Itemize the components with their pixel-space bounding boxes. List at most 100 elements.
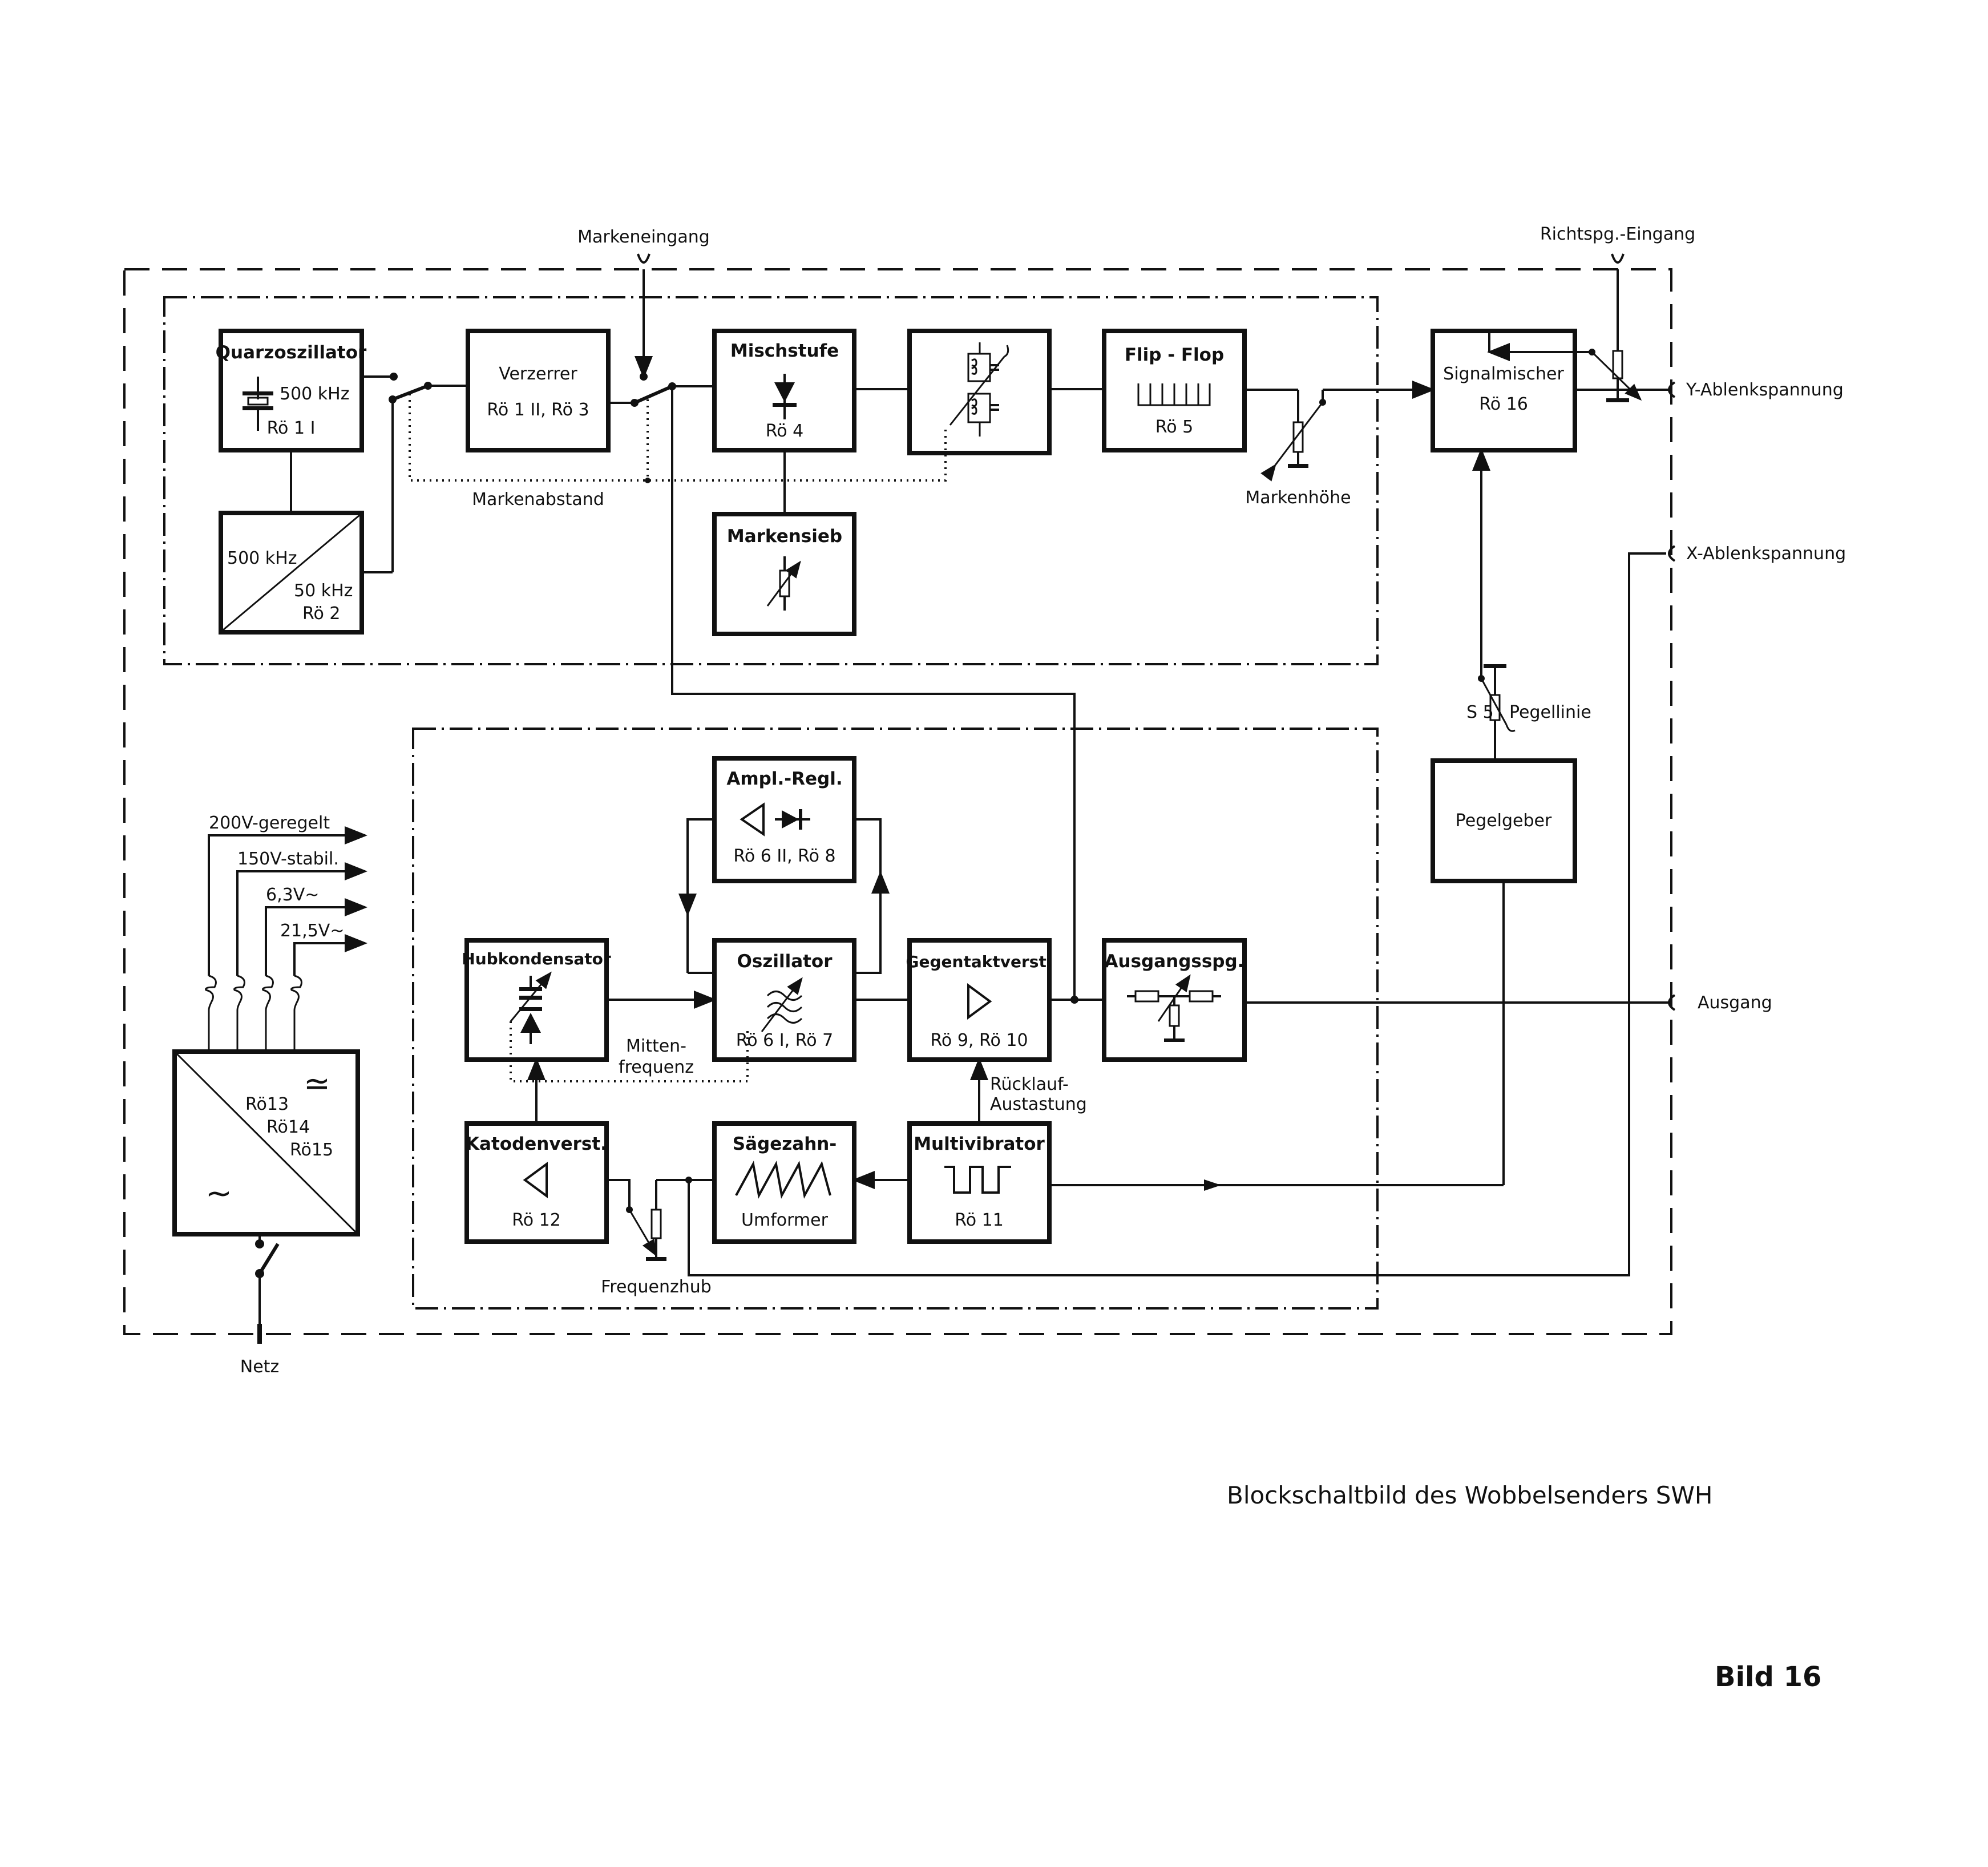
- block-markensieb: Markensieb: [712, 512, 856, 636]
- tube-label: Rö 1 I: [267, 418, 316, 438]
- block-title: Gegentaktverst.: [906, 952, 1053, 971]
- level-line-switch-label: S 5: [1466, 702, 1494, 722]
- variable-resistor-icon: [766, 556, 801, 611]
- sweep-section-boundary: [412, 728, 1379, 1310]
- block-verzerrer: Verzerrer Rö 1 II, Rö 3: [466, 329, 611, 452]
- pulse-train-icon: [1137, 383, 1211, 406]
- flyback-blanking-label-1: Rücklauf-: [990, 1074, 1069, 1094]
- block-signalmischer: Signalmischer Rö 16: [1431, 329, 1577, 452]
- block-saegezahn-umformer: Sägezahn- Umformer: [712, 1121, 856, 1244]
- x-deflection-terminal[interactable]: [1668, 545, 1676, 562]
- rail-label: 6,3V~: [266, 885, 319, 905]
- amplifier-icon: [967, 983, 992, 1020]
- frequency-deviation-potentiometer[interactable]: [607, 1177, 714, 1261]
- marker-spacing-label: Markenabstand: [472, 490, 604, 510]
- block-flip-flop: Flip - Flop Rö 5: [1102, 329, 1247, 452]
- control-voltage-input-label: Richtspg.-Eingang: [1540, 224, 1695, 244]
- tube-label: Rö 16: [1479, 394, 1528, 414]
- diode-icon: [773, 374, 797, 419]
- tube-label: Rö 6 I, Rö 7: [736, 1031, 833, 1050]
- amplifier-icon: [523, 1162, 548, 1198]
- tube-label: Rö 9, Rö 10: [930, 1031, 1028, 1050]
- rail-label: 21,5V~: [280, 921, 344, 941]
- block-pegelgeber: Pegelgeber: [1431, 758, 1577, 883]
- output-label: Ausgang: [1698, 993, 1772, 1013]
- block-frequency-divider: 500 kHz 50 kHz Rö 2: [219, 511, 364, 635]
- block-title: Verzerrer: [499, 364, 577, 384]
- tube-label: Rö14: [266, 1117, 310, 1137]
- tube-label: Rö 5: [1155, 417, 1193, 437]
- block-title: Markensieb: [727, 526, 842, 547]
- frequency-deviation-label: Frequenzhub: [601, 1277, 712, 1297]
- mains-switch[interactable]: [255, 1234, 280, 1344]
- marker-height-potentiometer[interactable]: [1244, 381, 1435, 482]
- block-oszillator: Oszillator Rö 6 I, Rö 7: [712, 938, 856, 1062]
- block-title: Hubkondensator: [462, 949, 611, 968]
- block-title: Oszillator: [737, 951, 833, 972]
- block-title: Mischstufe: [730, 341, 839, 361]
- tube-label: Rö 6 II, Rö 8: [733, 846, 835, 866]
- divider-input-frequency: 500 kHz: [227, 548, 297, 568]
- mains-label: Netz: [240, 1357, 279, 1377]
- block-multivibrator: Multivibrator Rö 11: [907, 1121, 1052, 1244]
- tube-label: Rö13: [245, 1094, 289, 1114]
- tube-label: Rö 11: [955, 1210, 1004, 1230]
- block-title: Katodenverst.: [466, 1134, 607, 1154]
- rail-label: 150V-stabil.: [237, 849, 339, 869]
- x-deflection-label: X-Ablenkspannung: [1686, 544, 1846, 564]
- tube-label: Rö 4: [766, 421, 803, 441]
- output-terminal[interactable]: [1668, 994, 1676, 1011]
- amplifier-icon: [740, 802, 765, 836]
- block-gegentaktverstaerker: Gegentaktverst. Rö 9, Rö 10: [906, 938, 1053, 1062]
- diode-icon: [775, 809, 810, 830]
- divider-output-frequency: 50 kHz: [294, 581, 353, 601]
- sawtooth-icon: [735, 1161, 831, 1199]
- outer-housing-boundary: [123, 268, 1672, 1335]
- figure-caption: Blockschaltbild des Wobbelsenders SWH: [1227, 1481, 1713, 1509]
- block-ausgangsspannung: Ausgangsspg.: [1102, 938, 1247, 1062]
- marker-height-label: Markenhöhe: [1245, 488, 1351, 508]
- block-title: Quarzoszillator: [216, 342, 367, 363]
- power-rails: [205, 826, 367, 1052]
- marker-spacing-switch[interactable]: [362, 373, 468, 573]
- block-mischstufe: Mischstufe Rö 4: [712, 329, 856, 452]
- crystal-icon: [243, 377, 273, 431]
- block-title: Multivibrator: [914, 1134, 1045, 1154]
- block-katodenverstaerker: Katodenverst. Rö 12: [464, 1121, 609, 1244]
- variable-inductor-icon: [761, 977, 803, 1032]
- rail-label: 200V-geregelt: [209, 813, 330, 833]
- band-filter-icon: [949, 342, 1009, 437]
- attenuator-icon: [1127, 974, 1221, 1042]
- tube-label: Rö15: [290, 1140, 333, 1160]
- block-power-supply: Rö13 Rö14 Rö15 ≃ ~: [172, 1049, 360, 1236]
- square-wave-icon: [944, 1166, 1011, 1194]
- flyback-blanking-label-2: Austastung: [990, 1094, 1087, 1114]
- level-line-switch[interactable]: [1478, 664, 1516, 761]
- transformer-coil-icons: [205, 975, 302, 1052]
- block-title: Ausgangsspg.: [1105, 951, 1244, 972]
- block-title: Flip - Flop: [1125, 345, 1224, 365]
- marker-section-boundary: [163, 296, 1379, 665]
- block-tuned-circuit: [907, 329, 1052, 455]
- control-voltage-input-terminal[interactable]: [1487, 253, 1642, 402]
- block-subtitle: Umformer: [741, 1210, 829, 1230]
- level-line-label: Pegellinie: [1509, 702, 1591, 722]
- tube-label: Rö 1 II, Rö 3: [487, 400, 589, 420]
- tube-label: Rö 12: [512, 1210, 561, 1230]
- marker-input-terminal[interactable]: [635, 253, 653, 381]
- marker-input-label: Markeneingang: [577, 227, 710, 247]
- y-deflection-label: Y-Ablenkspannung: [1686, 380, 1844, 400]
- varactor-icon: [510, 971, 552, 1044]
- block-title: Ampl.-Regl.: [726, 769, 842, 789]
- block-quarzoszillator: Quarzoszillator 500 kHz Rö 1 I: [216, 329, 367, 452]
- y-deflection-terminal[interactable]: [1668, 381, 1676, 398]
- marker-mix-switch[interactable]: [608, 382, 714, 407]
- tube-label: Rö 2: [302, 604, 340, 624]
- ac-symbol-icon: ~: [205, 1175, 232, 1212]
- block-hubkondensator: Hubkondensator: [462, 938, 611, 1062]
- block-title: Signalmischer: [1443, 364, 1564, 384]
- block-amplitude-control: Ampl.-Regl. Rö 6 II, Rö 8: [712, 756, 856, 883]
- figure-number: Bild 16: [1715, 1661, 1821, 1693]
- center-frequency-label-1: Mitten-: [626, 1036, 686, 1056]
